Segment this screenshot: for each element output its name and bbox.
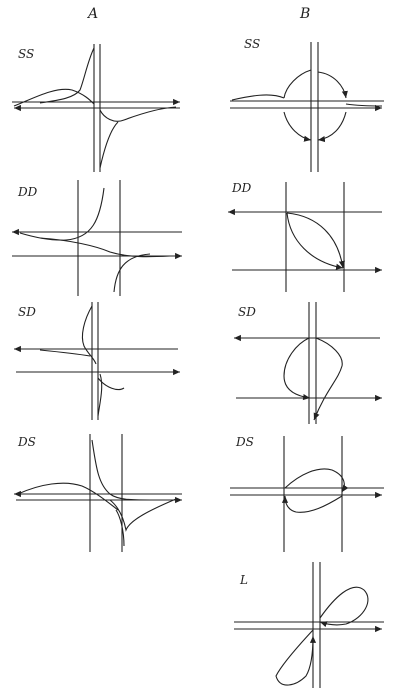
row-label-ss-left: SS [18,47,34,61]
column-label-right: B [299,6,310,22]
row-label-sd-right: SD [238,305,256,319]
row-label-ds-left: DS [17,435,36,449]
row-label-dd-left: DD [17,185,38,199]
diagram-b-ds [230,436,384,552]
row-label-sd-left: SD [18,305,36,319]
diagram-a-ss [12,44,180,172]
row-label-dd-right: DD [231,181,252,195]
diagram-b-ss [230,42,384,172]
column-label-left: A [86,6,98,22]
diagram-b-dd [228,182,382,292]
row-label-l-right: L [239,573,248,587]
diagram-b-sd [234,302,382,424]
diagram-a-ds [14,434,182,552]
diagram-b-l [234,562,384,688]
row-label-ds-right: DS [235,435,254,449]
diagram-a-dd [12,180,182,296]
row-label-ss-right: SS [244,37,260,51]
diagram-a-sd [14,302,180,420]
